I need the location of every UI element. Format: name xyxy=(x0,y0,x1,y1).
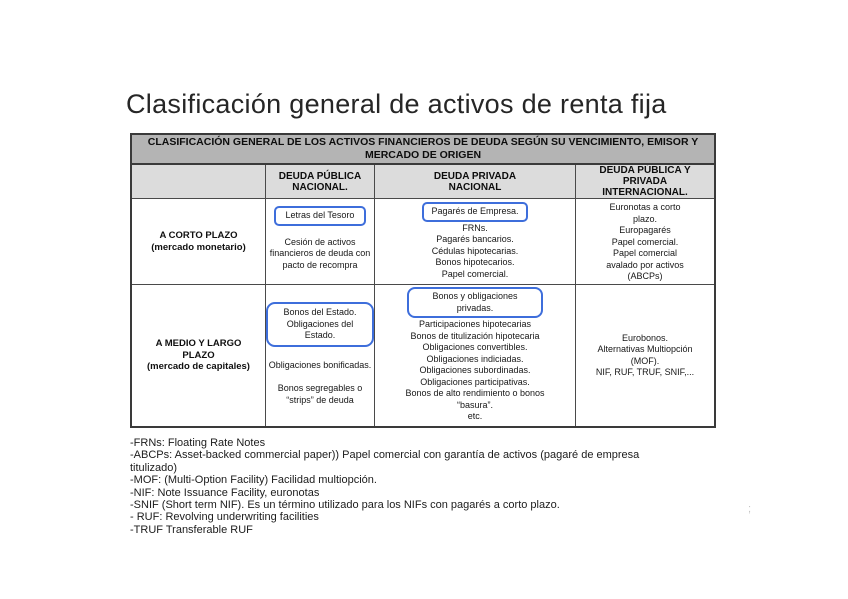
cell-medio-privada-nacional: Bonos y obligaciones privadas. Participa… xyxy=(375,285,576,426)
cell-item: Obligaciones subordinadas. xyxy=(419,365,531,375)
cell-item: Bonos hipotecarios. xyxy=(435,257,515,267)
cell-corto-privada-nacional: Pagarés de Empresa. FRNs. Pagarés bancar… xyxy=(375,199,576,285)
cell-item: Papel comercial. xyxy=(611,236,679,247)
cell-corto-publica-nacional: Letras del Tesoro Cesión de activos fina… xyxy=(266,199,375,285)
row-label-corto-plazo: A CORTO PLAZO (mercado monetario) xyxy=(132,199,266,285)
footnotes: -FRNs: Floating Rate Notes -ABCPs: Asset… xyxy=(130,437,654,536)
cell-item: Europagarés xyxy=(619,225,671,235)
footnote-snif: -SNIF (Short term NIF). Es un término ut… xyxy=(130,499,560,512)
column-header-deuda-publica-nacional: DEUDA PÚBLICA NACIONAL. xyxy=(266,165,375,199)
faint-page-mark: ; xyxy=(748,503,752,515)
cell-medio-publica-nacional: Bonos del Estado. Obligaciones del Estad… xyxy=(266,285,375,426)
cell-item: Bonos de titulización hipotecaria xyxy=(410,330,540,341)
cell-item: Obligaciones convertibles. xyxy=(422,342,528,352)
table-banner: CLASIFICACIÓN GENERAL DE LOS ACTIVOS FIN… xyxy=(132,135,714,165)
table-grid: DEUDA PÚBLICA NACIONAL. DEUDA PRIVADA NA… xyxy=(132,165,714,426)
cell-item: Euronotas a corto plazo. xyxy=(609,202,681,224)
column-header-label: DEUDA PRIVADA NACIONAL xyxy=(433,170,517,193)
cell-item: FRNs. xyxy=(462,222,488,233)
highlight-box: Pagarés de Empresa. xyxy=(422,202,528,222)
row-label-subtitle: (mercado monetario) xyxy=(151,241,246,253)
highlight-line: Bonos del Estado. xyxy=(283,307,357,317)
cell-item: Papel comercial avalado por activos (ABC… xyxy=(606,248,684,281)
highlight-box: Letras del Tesoro xyxy=(273,206,367,226)
cell-item: Eurobonos. xyxy=(621,332,669,343)
cell-item: Bonos de alto rendimiento o bonos “basur… xyxy=(405,388,545,410)
cell-medio-internacional: Eurobonos. Alternativas Multiopción (MOF… xyxy=(576,285,714,426)
row-label-title: A MEDIO Y LARGO PLAZO xyxy=(155,338,242,361)
column-header-deuda-privada-nacional: DEUDA PRIVADA NACIONAL xyxy=(375,165,576,199)
cell-item: NIF, RUF, TRUF, SNIF,... xyxy=(595,367,695,377)
footnote-ruf: - RUF: Revolving underwriting facilities xyxy=(130,511,319,524)
column-header-label: DEUDA PÚBLICA NACIONAL. xyxy=(278,170,362,193)
row-label-title: A CORTO PLAZO xyxy=(159,230,238,241)
cell-corto-internacional: Euronotas a corto plazo. Europagarés Pap… xyxy=(576,199,714,285)
cell-item: Participaciones hipotecarias xyxy=(418,319,532,329)
highlight-box: Bonos y obligaciones privadas. xyxy=(407,287,543,318)
column-header-label: DEUDA PÚBLICA Y PRIVADA INTERNACIONAL. xyxy=(599,165,691,198)
page-title: Clasificación general de activos de rent… xyxy=(126,89,667,119)
footnote-abcps: -ABCPs: Asset-backed commercial paper)) … xyxy=(130,449,640,474)
cell-item: Cédulas hipotecarias. xyxy=(431,245,519,256)
cell-item: Papel comercial. xyxy=(441,268,509,279)
footnote-truf: -TRUF Transferable RUF xyxy=(130,523,253,536)
cell-item: Obligaciones participativas. xyxy=(420,376,530,387)
cell-item: Cesión de activos financieros de deuda c… xyxy=(269,236,371,270)
cell-item: Pagarés bancarios. xyxy=(436,234,514,244)
cell-item: Obligaciones indiciadas. xyxy=(426,353,524,364)
highlight-line: Obligaciones del Estado. xyxy=(286,318,354,341)
cell-item: etc. xyxy=(467,411,483,421)
column-header-deuda-internacional: DEUDA PÚBLICA Y PRIVADA INTERNACIONAL. xyxy=(576,165,714,199)
row-label-subtitle: (mercado de capitales) xyxy=(147,361,250,373)
cell-item: Obligaciones bonificadas. xyxy=(268,359,372,370)
cell-item: Alternativas Multiopción (MOF). xyxy=(597,344,693,366)
column-header-empty xyxy=(132,165,266,199)
classification-table: CLASIFICACIÓN GENERAL DE LOS ACTIVOS FIN… xyxy=(130,133,716,428)
footnote-frns: -FRNs: Floating Rate Notes xyxy=(130,437,266,449)
cell-item: Bonos segregables o “strips” de deuda xyxy=(277,383,363,405)
footnote-mof: -MOF: (Multi-Option Facility) Facilidad … xyxy=(130,474,377,487)
row-label-medio-largo-plazo: A MEDIO Y LARGO PLAZO (mercado de capita… xyxy=(132,285,266,426)
footnote-nif: -NIF: Note Issuance Facility, euronotas xyxy=(130,486,320,499)
highlight-box: Bonos del Estado. Obligaciones del Estad… xyxy=(266,302,374,347)
